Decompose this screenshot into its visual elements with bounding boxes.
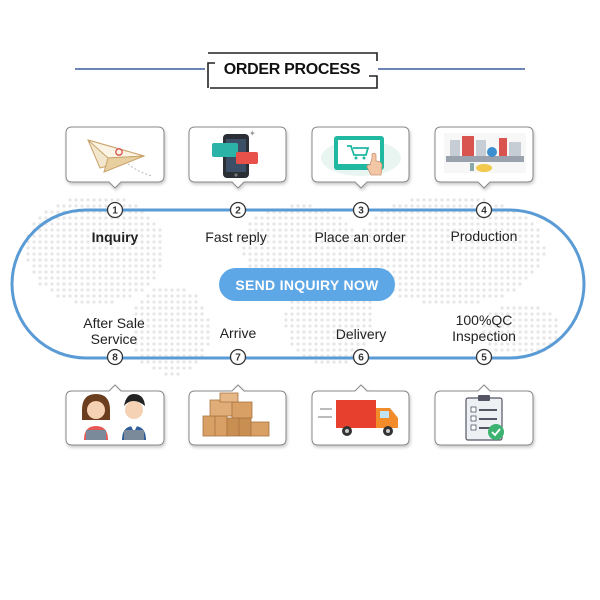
step-card-1: 1 Inquiry (65, 126, 165, 245)
step-card-8: 8 After Sale Service (65, 315, 165, 446)
send-inquiry-label: SEND INQUIRY NOW (235, 277, 379, 293)
step-number: 1 (112, 206, 118, 217)
step-label-line-1: Production (451, 228, 518, 244)
title-bracket-br (210, 75, 378, 89)
page-title: ORDER PROCESS (224, 61, 361, 78)
step-card-4: 4 Production (434, 126, 534, 244)
step-card-3: 3 Place an order (311, 126, 410, 245)
step-label-line-1: Arrive (220, 325, 257, 341)
send-inquiry-button[interactable]: SEND INQUIRY NOW (219, 268, 395, 301)
delivery-truck-icon (318, 400, 398, 436)
step-card-2: ✦ 2 Fast reply (188, 126, 287, 245)
step-label-line-1: Delivery (336, 326, 387, 342)
step-number-badge (106, 348, 124, 366)
step-number-badge (352, 201, 370, 219)
step-label-line-1: Fast reply (205, 229, 266, 245)
step-label-line-2: Inspection (452, 328, 516, 344)
step-number-badge (229, 348, 247, 366)
step-number: 6 (358, 353, 364, 364)
step-number: 4 (481, 206, 487, 217)
phone-chat-icon: ✦ (212, 129, 258, 178)
step-number-badge (475, 348, 493, 366)
online-cart-icon (321, 136, 401, 176)
process-track (10, 208, 586, 360)
step-number: 2 (235, 206, 241, 217)
step-number-badge (106, 201, 124, 219)
step-number-badge (352, 348, 370, 366)
svg-text:✦: ✦ (249, 129, 256, 138)
step-number: 3 (358, 206, 364, 217)
step-number: 8 (112, 353, 118, 364)
title-bracket-tl (207, 62, 215, 88)
step-label-line-1: Inquiry (92, 229, 139, 245)
step-label-line-1: 100%QC (456, 312, 513, 328)
step-label-line-1: Place an order (314, 229, 405, 245)
paper-plane-mail-icon (87, 139, 153, 177)
step-number-badge (475, 201, 493, 219)
title-bracket-tr (208, 52, 378, 61)
factory-line-icon (444, 133, 526, 173)
step-number-badge (229, 201, 247, 219)
step-card-5: 5 100%QC Inspection (434, 312, 534, 446)
boxes-icon (202, 392, 270, 437)
support-staff-icon (82, 394, 146, 440)
step-label-line-1: After Sale (83, 315, 145, 331)
step-card-7: 7 Arrive (188, 325, 287, 446)
step-number: 7 (235, 353, 241, 364)
step-number: 5 (481, 353, 487, 364)
step-label-line-2: Service (91, 331, 138, 347)
checklist-icon (465, 395, 504, 441)
step-card-6: 6 Delivery (311, 326, 410, 446)
title-banner: ORDER PROCESS (75, 52, 525, 89)
